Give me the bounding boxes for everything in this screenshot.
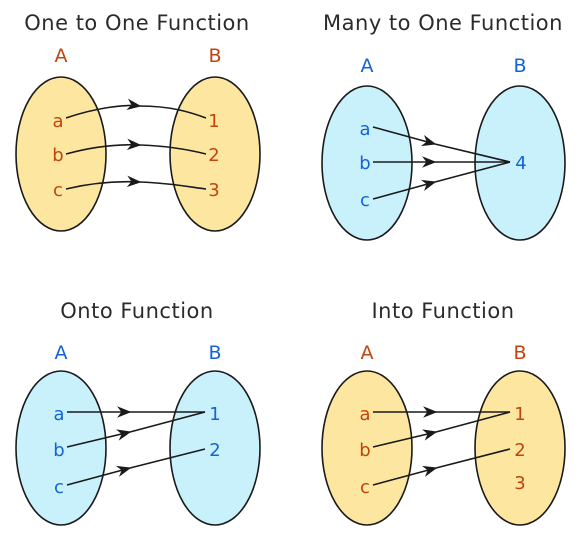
set-b-label: B [513, 55, 526, 77]
mapping-arrow [372, 429, 438, 448]
mapping-arrow [65, 175, 142, 190]
domain-element: a [359, 119, 370, 140]
domain-element: a [359, 404, 370, 425]
domain-element: c [54, 477, 64, 498]
domain-element: c [360, 477, 370, 498]
mapping-line [139, 105, 207, 119]
panel-title: Onto Function [60, 299, 213, 323]
set-b-ellipse [169, 370, 261, 526]
set-a-label: A [55, 45, 68, 67]
set-a-ellipse [321, 370, 413, 526]
codomain-element: 1 [208, 111, 219, 132]
mapping-line [139, 181, 207, 190]
mapping-arrow [372, 126, 437, 147]
codomain-element: 2 [208, 145, 219, 166]
codomain-element: 3 [514, 473, 525, 494]
set-a-label: A [55, 342, 68, 364]
mapping-line [129, 448, 206, 469]
set-b-label: B [208, 342, 221, 364]
panel-title: Many to One Function [323, 11, 563, 35]
mapping-arrow [372, 179, 437, 200]
set-b-ellipse [474, 370, 566, 526]
set-a-ellipse [15, 76, 107, 232]
domain-element: b [359, 440, 370, 461]
domain-element: b [359, 153, 370, 174]
set-a-label: A [361, 55, 374, 77]
domain-element: b [53, 440, 64, 461]
codomain-element: 4 [515, 153, 526, 174]
domain-element: c [53, 180, 63, 201]
codomain-element: 1 [209, 404, 220, 425]
mapping-arrow [372, 465, 438, 486]
domain-element: c [360, 190, 370, 211]
panel-title: Into Function [371, 299, 514, 323]
mapping-line [139, 144, 207, 155]
mapping-line [434, 143, 511, 163]
panel-one-to-one: One to One Function A B a b c 1 2 3 [15, 11, 261, 232]
codomain-element: 2 [209, 440, 220, 461]
panel-title: One to One Function [24, 11, 249, 35]
set-a-ellipse [321, 85, 413, 241]
panel-onto: Onto Function A B a b c 1 2 [15, 299, 261, 526]
set-b-label: B [208, 45, 221, 67]
domain-element: a [53, 404, 64, 425]
mapping-arrow [65, 138, 142, 155]
set-a-ellipse [15, 370, 107, 526]
mapping-arrow [66, 429, 132, 448]
domain-element: b [52, 145, 63, 166]
panel-into: Into Function A B a b c 1 2 3 [321, 299, 566, 526]
mapping-line [129, 411, 206, 433]
mapping-line [434, 161, 511, 183]
domain-element: a [52, 111, 63, 132]
set-b-label: B [513, 342, 526, 364]
mapping-arrow [66, 465, 132, 486]
codomain-element: 3 [208, 180, 219, 201]
mapping-arrow [65, 98, 142, 119]
panel-many-to-one: Many to One Function A B a b c 4 [321, 11, 566, 241]
codomain-element: 1 [514, 404, 525, 425]
mapping-line [435, 448, 511, 469]
mapping-line [435, 411, 511, 433]
codomain-element: 2 [514, 440, 525, 461]
set-a-label: A [361, 342, 374, 364]
set-b-ellipse [169, 76, 261, 232]
set-b-ellipse [474, 85, 566, 241]
